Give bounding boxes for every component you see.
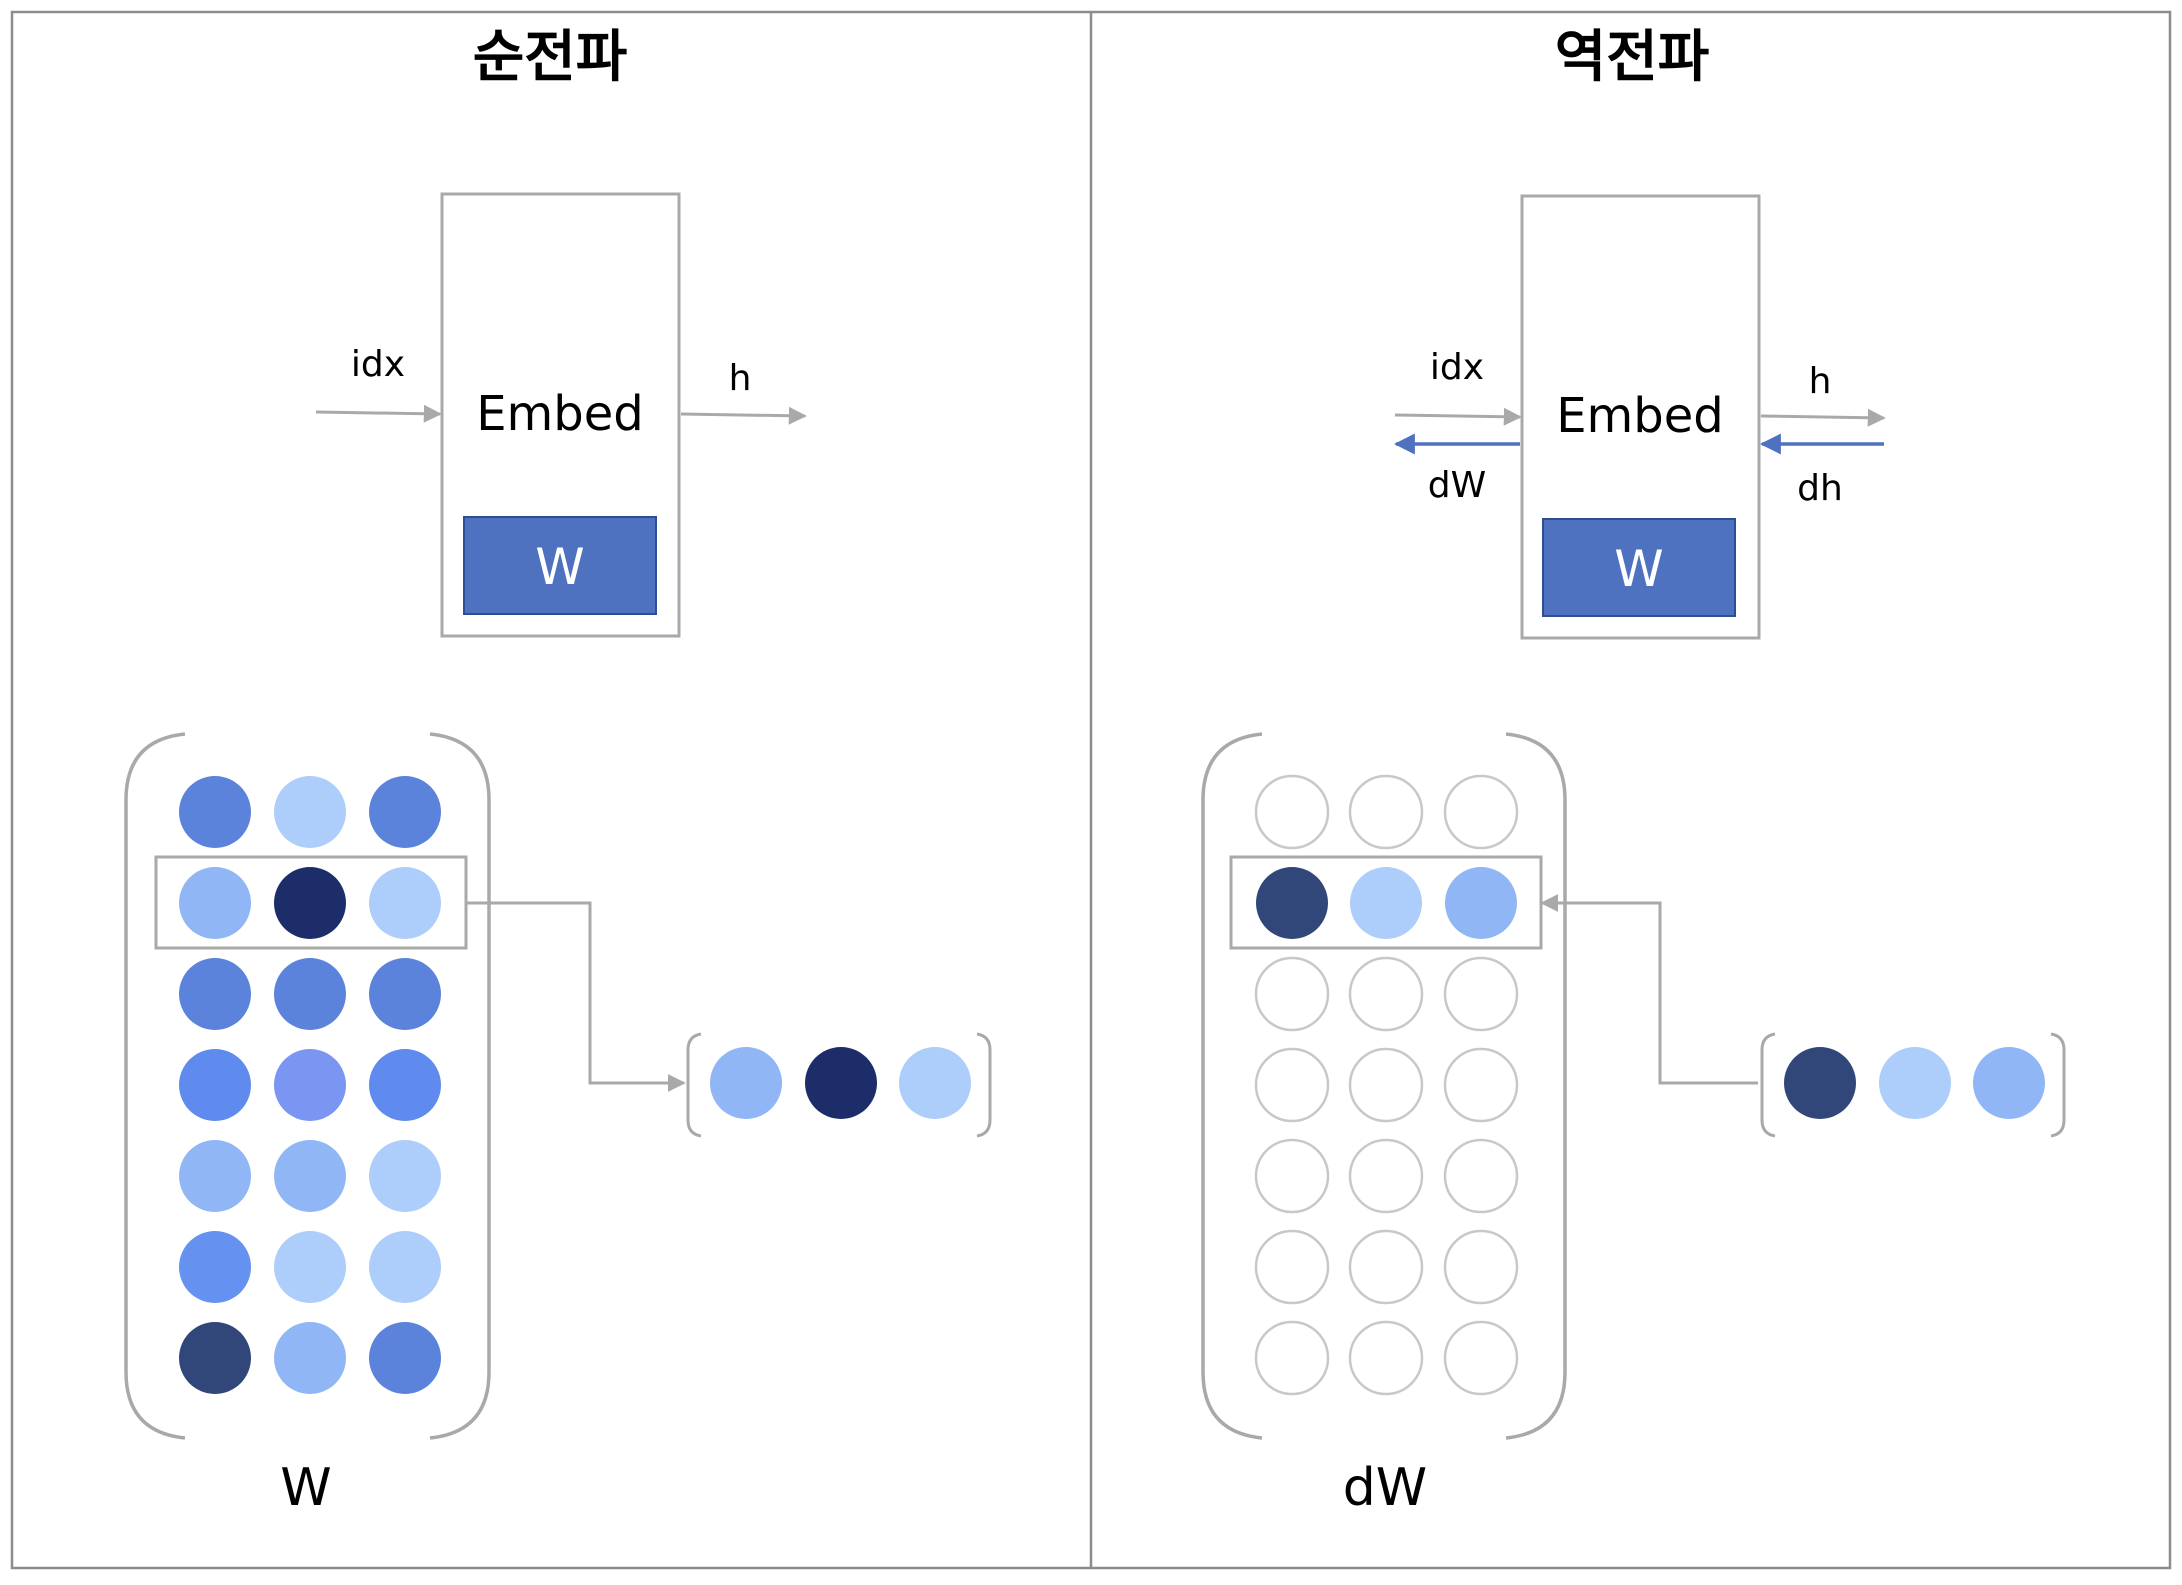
matrix-cell xyxy=(179,1049,251,1121)
matrix-cell xyxy=(179,1322,251,1394)
backward-embed-label: Embed xyxy=(1556,388,1724,444)
matrix-cell xyxy=(274,776,346,848)
forward-vector-right-bracket xyxy=(976,1032,992,1138)
vector-cell xyxy=(805,1047,877,1119)
backward-matrix-right-bracket xyxy=(1505,732,1567,1440)
matrix-cell xyxy=(179,776,251,848)
forward-matrix-right-bracket xyxy=(429,732,491,1440)
empty-gradient-cell xyxy=(1443,1229,1519,1305)
matrix-cell xyxy=(274,1049,346,1121)
matrix-cell xyxy=(369,867,441,939)
forward-matrix-caption: W xyxy=(280,1458,331,1518)
matrix-cell xyxy=(369,776,441,848)
forward-connector-arrow xyxy=(466,901,686,1092)
empty-gradient-cell xyxy=(1348,1320,1424,1396)
empty-gradient-cell xyxy=(1348,956,1424,1032)
forward-matrix-left-bracket xyxy=(124,732,186,1440)
empty-gradient-cell xyxy=(1443,956,1519,1032)
matrix-cell xyxy=(274,1140,346,1212)
backward-vector xyxy=(1784,1047,2045,1119)
forward-param-box xyxy=(463,516,657,615)
vector-cell xyxy=(899,1047,971,1119)
empty-gradient-cell xyxy=(1443,1138,1519,1214)
forward-vector xyxy=(710,1047,971,1119)
forward-title: 순전파 xyxy=(473,25,628,90)
matrix-cell xyxy=(369,1231,441,1303)
empty-gradient-cell xyxy=(1254,1320,1330,1396)
backward-output-arrow xyxy=(1760,408,1886,427)
empty-gradient-cell xyxy=(1254,1047,1330,1123)
matrix-cell xyxy=(274,958,346,1030)
empty-gradient-cell xyxy=(1254,1138,1330,1214)
empty-gradient-cell xyxy=(1348,1229,1424,1305)
gradient-vector-cell xyxy=(1784,1047,1856,1119)
matrix-cell xyxy=(369,1140,441,1212)
empty-gradient-cell xyxy=(1443,1320,1519,1396)
backward-title: 역전파 xyxy=(1555,25,1710,90)
backward-input-arrow xyxy=(1394,407,1522,426)
backward-grad-out-label: dh xyxy=(1797,468,1843,509)
matrix-cell xyxy=(369,958,441,1030)
gradient-vector-cell xyxy=(1879,1047,1951,1119)
empty-gradient-cell xyxy=(1443,774,1519,850)
backward-panel: 역전파 Embed W idx h dh dW dW xyxy=(1201,25,2066,1518)
backward-param-box xyxy=(1542,518,1736,617)
backward-matrix xyxy=(1254,774,1519,1396)
forward-output-label: h xyxy=(729,358,752,399)
matrix-cell xyxy=(179,1231,251,1303)
empty-gradient-cell xyxy=(1348,1047,1424,1123)
empty-gradient-cell xyxy=(1254,956,1330,1032)
backward-grad-in-label: dW xyxy=(1428,465,1486,506)
matrix-cell xyxy=(274,1231,346,1303)
backward-input-label: idx xyxy=(1430,347,1484,388)
empty-gradient-cell xyxy=(1348,774,1424,850)
empty-gradient-cell xyxy=(1254,1229,1330,1305)
forward-output-arrow xyxy=(680,406,807,425)
matrix-cell xyxy=(179,958,251,1030)
backward-matrix-left-bracket xyxy=(1201,732,1263,1440)
gradient-vector-cell xyxy=(1973,1047,2045,1119)
forward-param-label: W xyxy=(535,538,584,596)
matrix-cell xyxy=(179,867,251,939)
forward-input-label: idx xyxy=(351,344,405,385)
backward-matrix-caption: dW xyxy=(1343,1458,1427,1518)
matrix-cell xyxy=(274,867,346,939)
gradient-cell xyxy=(1350,867,1422,939)
matrix-cell xyxy=(179,1140,251,1212)
matrix-cell xyxy=(274,1322,346,1394)
forward-panel: 순전파 Embed W idx h W xyxy=(124,25,992,1518)
forward-input-arrow xyxy=(315,404,442,423)
backward-param-label: W xyxy=(1614,540,1663,598)
backward-output-label: h xyxy=(1809,361,1832,402)
forward-vector-left-bracket xyxy=(686,1032,702,1138)
gradient-cell xyxy=(1445,867,1517,939)
empty-gradient-cell xyxy=(1348,1138,1424,1214)
backward-vector-right-bracket xyxy=(2050,1032,2066,1138)
empty-gradient-cell xyxy=(1443,1047,1519,1123)
forward-embed-label: Embed xyxy=(476,386,644,442)
vector-cell xyxy=(710,1047,782,1119)
gradient-cell xyxy=(1256,867,1328,939)
backward-vector-left-bracket xyxy=(1760,1032,1776,1138)
matrix-cell xyxy=(369,1049,441,1121)
matrix-cell xyxy=(369,1322,441,1394)
empty-gradient-cell xyxy=(1254,774,1330,850)
backward-connector-arrow xyxy=(1540,894,1758,1085)
forward-matrix xyxy=(179,776,441,1394)
